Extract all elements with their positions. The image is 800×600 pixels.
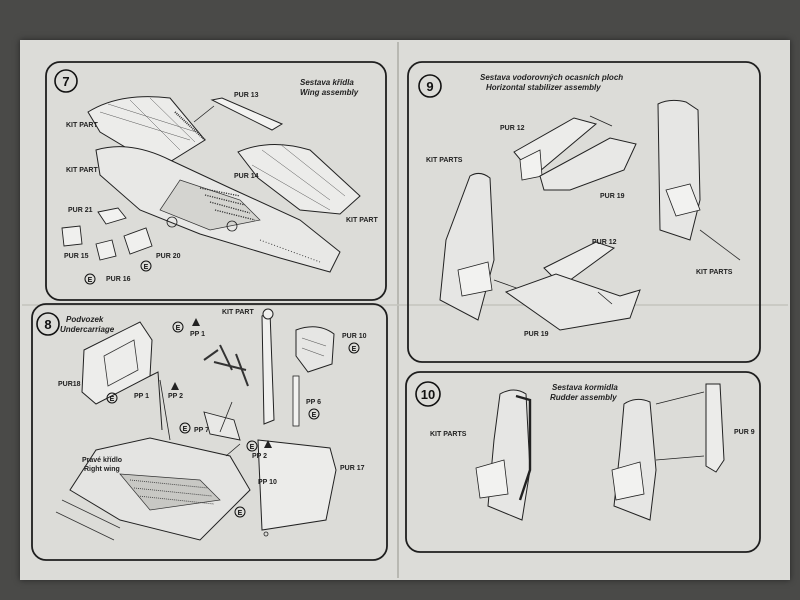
panel-8-title-cz: Podvozek [66, 315, 104, 324]
pur19-stabilizer-part-b [504, 273, 641, 331]
pur10-part [295, 326, 335, 373]
panel-9-number: 9 [426, 79, 433, 94]
label-pur17: PUR 17 [340, 465, 365, 472]
label-pp1: PP 1 [190, 331, 205, 338]
panel-7-number: 7 [62, 74, 69, 89]
warning-triangle-icon [264, 440, 272, 448]
panel-8-frame [31, 303, 388, 561]
gear-door-pur18 [81, 321, 153, 405]
pur17-door [257, 439, 337, 531]
label-right-wing-en: Right wing [84, 466, 120, 473]
panel-10-frame [405, 371, 761, 553]
label-kit-part-1: KIT PART [66, 122, 98, 129]
label-pp2: PP 2 [168, 393, 183, 400]
upper-wing-part [87, 96, 206, 169]
e-marker-icon [172, 321, 184, 333]
vertical-fin-right [657, 99, 701, 241]
panel-9-title-en: Horizontal stabilizer assembly [486, 83, 601, 92]
panel-7-step-circle [54, 69, 78, 93]
panel-8-title-en: Undercarriage [60, 325, 115, 334]
label-pur13: PUR 13 [234, 92, 259, 99]
outer-wing-part [237, 143, 361, 215]
svg-text:E: E [183, 426, 188, 433]
label-pp6: PP 6 [306, 399, 321, 406]
label-pur12-b: PUR 12 [592, 239, 617, 246]
panel-7-frame [45, 61, 387, 301]
label-kit-parts: KIT PARTS [426, 157, 463, 164]
e-marker-icon [348, 342, 360, 354]
svg-text:E: E [238, 510, 243, 517]
e-marker-icon [140, 260, 152, 272]
panel-7-title-cz: Sestava křídla [300, 78, 354, 87]
fin-right-rudder [613, 398, 657, 521]
pur9-rudder-part [705, 383, 725, 473]
svg-text:E: E [312, 412, 317, 419]
panel-8-number: 8 [44, 317, 51, 332]
e-marker-icon [84, 273, 96, 285]
pur15-part [61, 225, 83, 247]
warning-triangle-icon [171, 382, 179, 390]
fin-left-rudder [487, 389, 531, 521]
label-pur21: PUR 21 [68, 207, 93, 214]
svg-text:E: E [176, 325, 181, 332]
panel-7-title-en: Wing assembly [300, 88, 359, 97]
panel-8-step-circle [36, 312, 60, 336]
label-pur20: PUR 20 [156, 253, 181, 260]
panel-10-step-circle [415, 381, 441, 407]
panel-10-title-cz: Sestava kormidla [552, 383, 618, 392]
e-marker-icon [234, 506, 246, 518]
panel-9-frame [407, 61, 761, 363]
pur19-stabilizer-part [539, 137, 637, 191]
svg-text:E: E [88, 277, 93, 284]
label-pur18: PUR18 [58, 381, 81, 388]
panel-9-title-cz: Sestava vodorovných ocasních ploch [480, 73, 623, 82]
label-pur9: PUR 9 [734, 429, 755, 436]
label-kit-parts: KIT PARTS [430, 431, 467, 438]
pur16-part [95, 239, 117, 261]
panel-7: 7 Sestava křídla Wing assembly [45, 61, 387, 301]
label-kit-part-2: KIT PART [66, 167, 98, 174]
svg-text:E: E [250, 444, 255, 451]
warning-triangle-icon [192, 318, 200, 326]
label-pur12: PUR 12 [500, 125, 525, 132]
label-pur16: PUR 16 [106, 276, 131, 283]
pur13-part [210, 97, 284, 131]
label-pp7: PP 7 [194, 427, 209, 434]
label-pp10: PP 10 [258, 479, 277, 486]
label-pur19: PUR 19 [600, 193, 625, 200]
label-pp2-b: PP 2 [252, 453, 267, 460]
label-pur19-b: PUR 19 [524, 331, 549, 338]
panel-10: 10 Sestava kormidla Rudder assembly KIT … [405, 371, 761, 553]
pur21-part [97, 207, 127, 225]
svg-text:E: E [110, 396, 115, 403]
e-marker-icon [106, 392, 118, 404]
pp6-rod [292, 375, 300, 427]
panel-8: 8 Podvozek Undercarriage [31, 303, 388, 561]
label-kit-part-3: KIT PART [346, 217, 378, 224]
label-kit-parts-2: KIT PARTS [696, 269, 733, 276]
panel-10-title-en: Rudder assembly [550, 393, 617, 402]
e-marker-icon [308, 408, 320, 420]
vertical-fin-left [439, 172, 495, 321]
pur20-part [123, 227, 153, 255]
label-pp1-b: PP 1 [134, 393, 149, 400]
label-kit-part: KIT PART [222, 309, 254, 316]
panel-9-step-circle [418, 74, 442, 98]
label-pur10: PUR 10 [342, 333, 367, 340]
label-pur15: PUR 15 [64, 253, 89, 260]
svg-text:E: E [144, 264, 149, 271]
panel-10-number: 10 [421, 387, 435, 402]
svg-text:E: E [352, 346, 357, 353]
label-pur14: PUR 14 [234, 173, 259, 180]
e-marker-icon [246, 440, 258, 452]
panel-9: 9 Sestava vodorovných ocasních ploch Hor… [407, 61, 761, 363]
kit-part-strut [261, 311, 275, 425]
e-marker-icon [179, 422, 191, 434]
label-right-wing-cz: Pravé křídlo [82, 457, 122, 464]
